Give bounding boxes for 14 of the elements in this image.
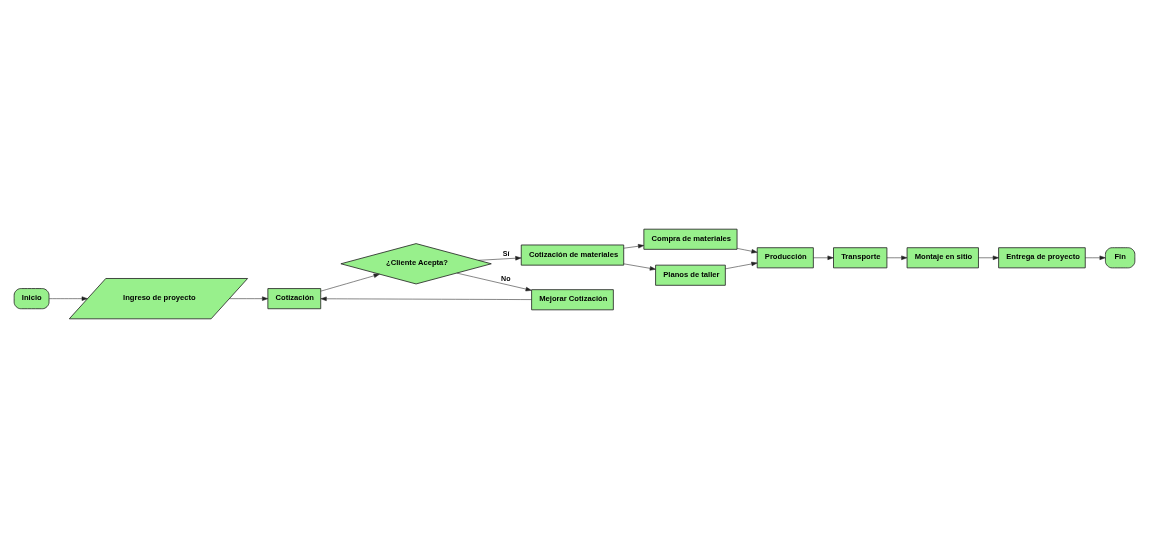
arrow bbox=[320, 273, 380, 292]
arrow bbox=[48, 296, 88, 301]
arrow bbox=[478, 256, 522, 261]
arrow bbox=[813, 255, 834, 260]
arrow bbox=[229, 296, 269, 301]
arrow bbox=[725, 261, 758, 270]
arrow bbox=[623, 244, 645, 249]
arrow bbox=[736, 248, 758, 254]
arrow bbox=[978, 255, 999, 260]
arrow bbox=[623, 263, 656, 271]
arrow bbox=[886, 255, 908, 260]
arrow bbox=[1085, 255, 1106, 260]
arrow bbox=[320, 296, 532, 301]
arrow bbox=[456, 272, 532, 292]
